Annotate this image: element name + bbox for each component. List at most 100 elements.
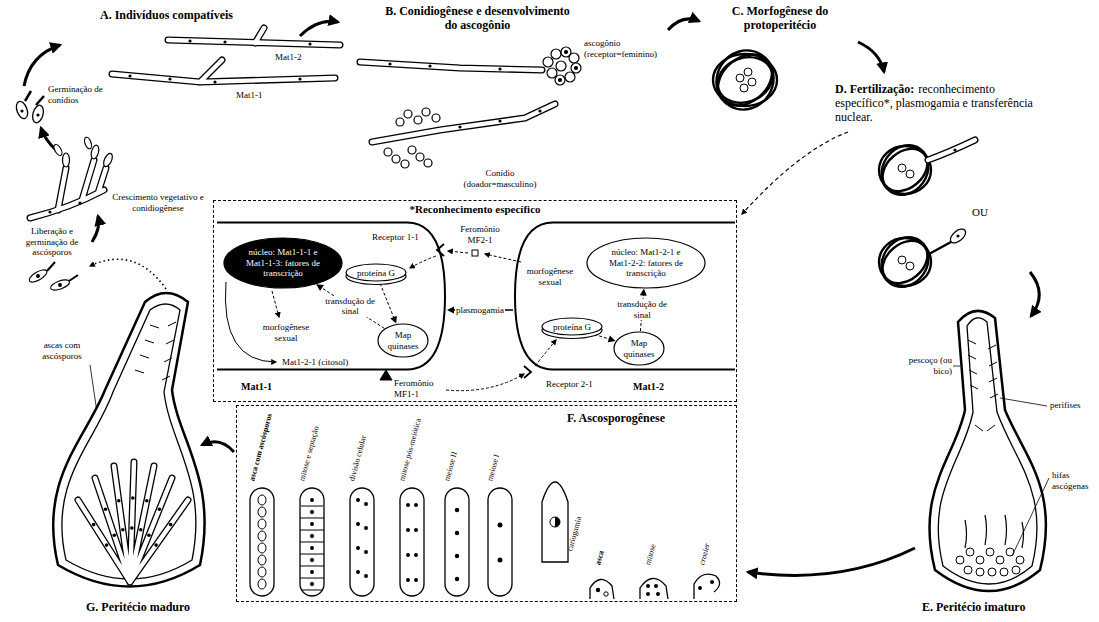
receptor-label: Receptor 1-1 (372, 232, 419, 243)
process-label: morfogênese sexual (258, 322, 314, 343)
hypha (30, 160, 106, 218)
hypha (128, 74, 131, 77)
ascospore (27, 268, 48, 285)
ascus (590, 579, 614, 599)
step-label: divisão celular (347, 434, 368, 482)
hypha (168, 28, 340, 45)
nucleus-dot (604, 592, 608, 596)
g-protein-ellipse (346, 264, 406, 281)
signal-arrow (594, 334, 615, 342)
perithecium (938, 318, 1037, 584)
ascospore (258, 531, 266, 541)
nucleus-dot (310, 534, 314, 538)
nucleus-dot (596, 588, 600, 592)
ascogonium (543, 47, 581, 85)
signal-path (524, 366, 531, 378)
hypha (372, 104, 555, 142)
nucleus-dot (310, 570, 314, 574)
ascus (694, 574, 720, 599)
conidium (396, 118, 404, 126)
conidium (102, 152, 114, 168)
cycle-arrow (748, 548, 915, 575)
nucleus-dot (656, 592, 660, 596)
leader-line (1012, 478, 1049, 556)
nucleus-dot (406, 578, 410, 582)
hypha (498, 67, 501, 70)
signal-path (472, 250, 478, 256)
perithecium (966, 548, 974, 556)
perithecium (976, 556, 984, 564)
ascospore (47, 262, 78, 281)
nucleus-dot (356, 546, 360, 550)
pheromone-label: Feromônio MF2-1 (452, 224, 508, 245)
protoperithecium (744, 68, 752, 76)
stage-title: A. Indivíduos compatíveis (100, 8, 233, 22)
ascospore (550, 517, 560, 527)
signal-arrow (316, 284, 384, 328)
conidium (432, 114, 440, 122)
ascogonium (551, 49, 561, 59)
ascogonium (571, 63, 581, 73)
hypha (78, 201, 81, 204)
ascospore (59, 284, 62, 287)
ascus (145, 499, 149, 503)
protoperithecium (872, 228, 938, 296)
step-label: asca (593, 549, 605, 566)
conidium (36, 96, 44, 105)
nucleus-dot (555, 517, 560, 527)
hypha (458, 125, 461, 128)
nucleus-dot (364, 550, 368, 554)
stage-title: C. Morfogênese do protoperitécio (705, 4, 855, 32)
ascus (139, 528, 143, 532)
stage-title: G. Peritécio maduro (86, 600, 190, 614)
ascus (78, 462, 188, 582)
edge-label: plasmogamia (455, 305, 505, 316)
nucleus-dot (455, 508, 459, 512)
edge-label: transdução de sinal (611, 299, 673, 320)
nucleus-text: núcleo: Mat1-1-1 e Mat1-1-3: fatores de … (238, 247, 328, 279)
ascus (300, 488, 324, 596)
protoperithecium (706, 40, 938, 296)
recognition-pointer (742, 132, 848, 214)
cycle-arrow (858, 42, 884, 72)
cycle-arrow (1030, 272, 1039, 316)
conidium (14, 100, 30, 120)
nucleus-dot (698, 586, 702, 590)
protoperithecium (706, 40, 784, 120)
panel-title: *Reconhecimento específico (214, 203, 736, 216)
edge-label: transdução de sinal (319, 296, 381, 317)
connector-word: OU (972, 206, 988, 218)
step-label: crozier (697, 542, 711, 566)
signal-path (448, 251, 468, 253)
nucleus-dot (310, 498, 714, 596)
cycle-arrow (24, 45, 60, 86)
ascospore (258, 495, 560, 590)
hypha (168, 77, 171, 80)
conidium (401, 160, 409, 168)
arrowhead (390, 316, 396, 324)
fertilizing-cell (956, 234, 959, 237)
hypha (48, 210, 51, 213)
ascogonium (569, 53, 579, 63)
nucleus-dot (310, 510, 314, 514)
hypha (298, 77, 301, 80)
perithecium (1000, 568, 1008, 576)
ascogonium (547, 68, 557, 78)
cycle-arrow (92, 216, 99, 242)
map-kinase-ellipse (378, 324, 428, 357)
ascus (131, 496, 135, 500)
ascus (154, 543, 158, 547)
perithecium (986, 548, 994, 556)
protein-label: Mat1-2-1 (citosol) (282, 357, 348, 368)
conidium (422, 108, 430, 116)
fertilizing-cell (953, 148, 956, 151)
hypha (498, 119, 501, 122)
ascus (147, 533, 151, 537)
ascus (78, 462, 188, 582)
nucleus-dot (414, 553, 418, 557)
map-kinase-ellipse: Map quinases (613, 331, 665, 366)
hypha (538, 109, 541, 112)
fertilizing-cell (928, 140, 975, 160)
stage-title: F. Ascosporogênese (567, 411, 665, 425)
